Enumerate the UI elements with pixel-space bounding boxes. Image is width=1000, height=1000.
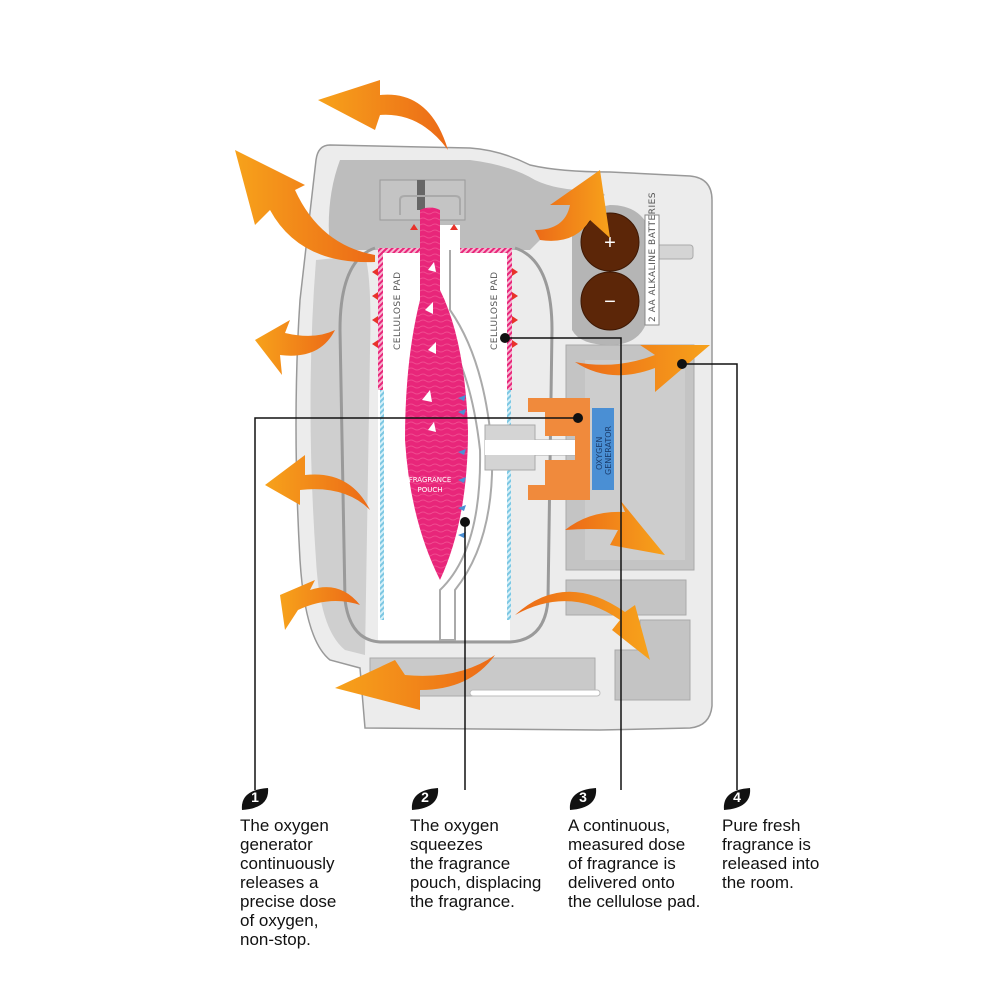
step-3-text: A continuous, measured dose of fragrance… (568, 816, 701, 911)
step-3-number: 3 (579, 789, 587, 805)
battery-minus-sign: − (604, 291, 616, 313)
leaf-icon (569, 788, 597, 810)
airflow-arrow-bottom-right (515, 591, 650, 660)
cellulose-pad-left-bottom (380, 390, 384, 620)
cellulose-pad-left-label: CELLULOSE PAD (393, 271, 403, 350)
callout-line-3 (505, 337, 622, 790)
oxygen-generator-label-2: GENERATOR (604, 425, 613, 475)
airflow-arrow-right-2 (565, 500, 665, 555)
oxygen-generator-label-1: OXYGEN (595, 437, 604, 470)
batteries-label: 2 AA ALKALINE BATTERIES (648, 192, 658, 322)
callout-line-4 (682, 363, 738, 790)
step-3-badge: 3 (568, 786, 598, 812)
oxygen-generator: OXYGEN GENERATOR (484, 398, 614, 500)
callout-line-1 (254, 417, 578, 790)
step-2-number: 2 (421, 789, 429, 805)
cellulose-pad-right-bottom (507, 390, 511, 620)
callout-dot-4 (677, 359, 687, 369)
battery-compartment: + − 2 AA ALKALINE BATTERIES (571, 192, 660, 345)
fragrance-cartridge: FRAGRANCE POUCH CELLULOSE PAD CELLULOSE … (338, 179, 560, 644)
fragrance-pouch (405, 207, 468, 580)
callout-dot-1 (573, 413, 583, 423)
leaf-icon (723, 788, 751, 810)
airflow-arrow-right-1 (575, 345, 710, 392)
step-1-number: 1 (251, 789, 259, 805)
step-4-text: Pure fresh fragrance is released into th… (722, 816, 820, 892)
airflow-arrow-top (318, 80, 448, 150)
airflow-arrow-left-2 (265, 455, 370, 510)
leaf-icon (411, 788, 439, 810)
step-1: 1 The oxygen generator continuously rele… (240, 786, 336, 949)
fragrance-diffusion-arrows (372, 224, 518, 348)
airflow-arrow-left-1 (255, 320, 335, 375)
step-4-number: 4 (733, 789, 741, 805)
fragrance-release-arrows (235, 80, 710, 710)
battery-minus (580, 271, 640, 331)
leaf-icon (241, 788, 269, 810)
step-4: 4 Pure fresh fragrance is released into … (722, 786, 819, 892)
battery-plus-sign: + (604, 232, 616, 254)
step-2: 2 The oxygen squeezes the fragrance pouc… (410, 786, 541, 911)
cellulose-pad-left-top (378, 250, 383, 390)
cellulose-pad-right-label: CELLULOSE PAD (490, 271, 500, 350)
cellulose-pad-right-top (507, 250, 512, 390)
airflow-arrow-bottom-left (335, 655, 495, 710)
fragrance-pouch-label-1: FRAGRANCE (409, 476, 452, 484)
step-1-badge: 1 (240, 786, 270, 812)
callout-dot-2 (460, 517, 470, 527)
step-1-text: The oxygen generator continuously releas… (240, 816, 337, 949)
battery-plus (580, 212, 640, 272)
airflow-arrow-top-right (535, 170, 610, 241)
fragrance-pouch-label-2: POUCH (417, 486, 442, 494)
airflow-arrow-left-3 (280, 580, 360, 630)
callout-lines (254, 337, 738, 790)
step-3: 3 A continuous, measured dose of fragran… (568, 786, 700, 911)
step-4-badge: 4 (722, 786, 752, 812)
step-2-badge: 2 (410, 786, 440, 812)
airflow-arrow-top-left (235, 150, 375, 263)
callout-dot-3 (500, 333, 510, 343)
step-2-text: The oxygen squeezes the fragrance pouch,… (410, 816, 542, 911)
